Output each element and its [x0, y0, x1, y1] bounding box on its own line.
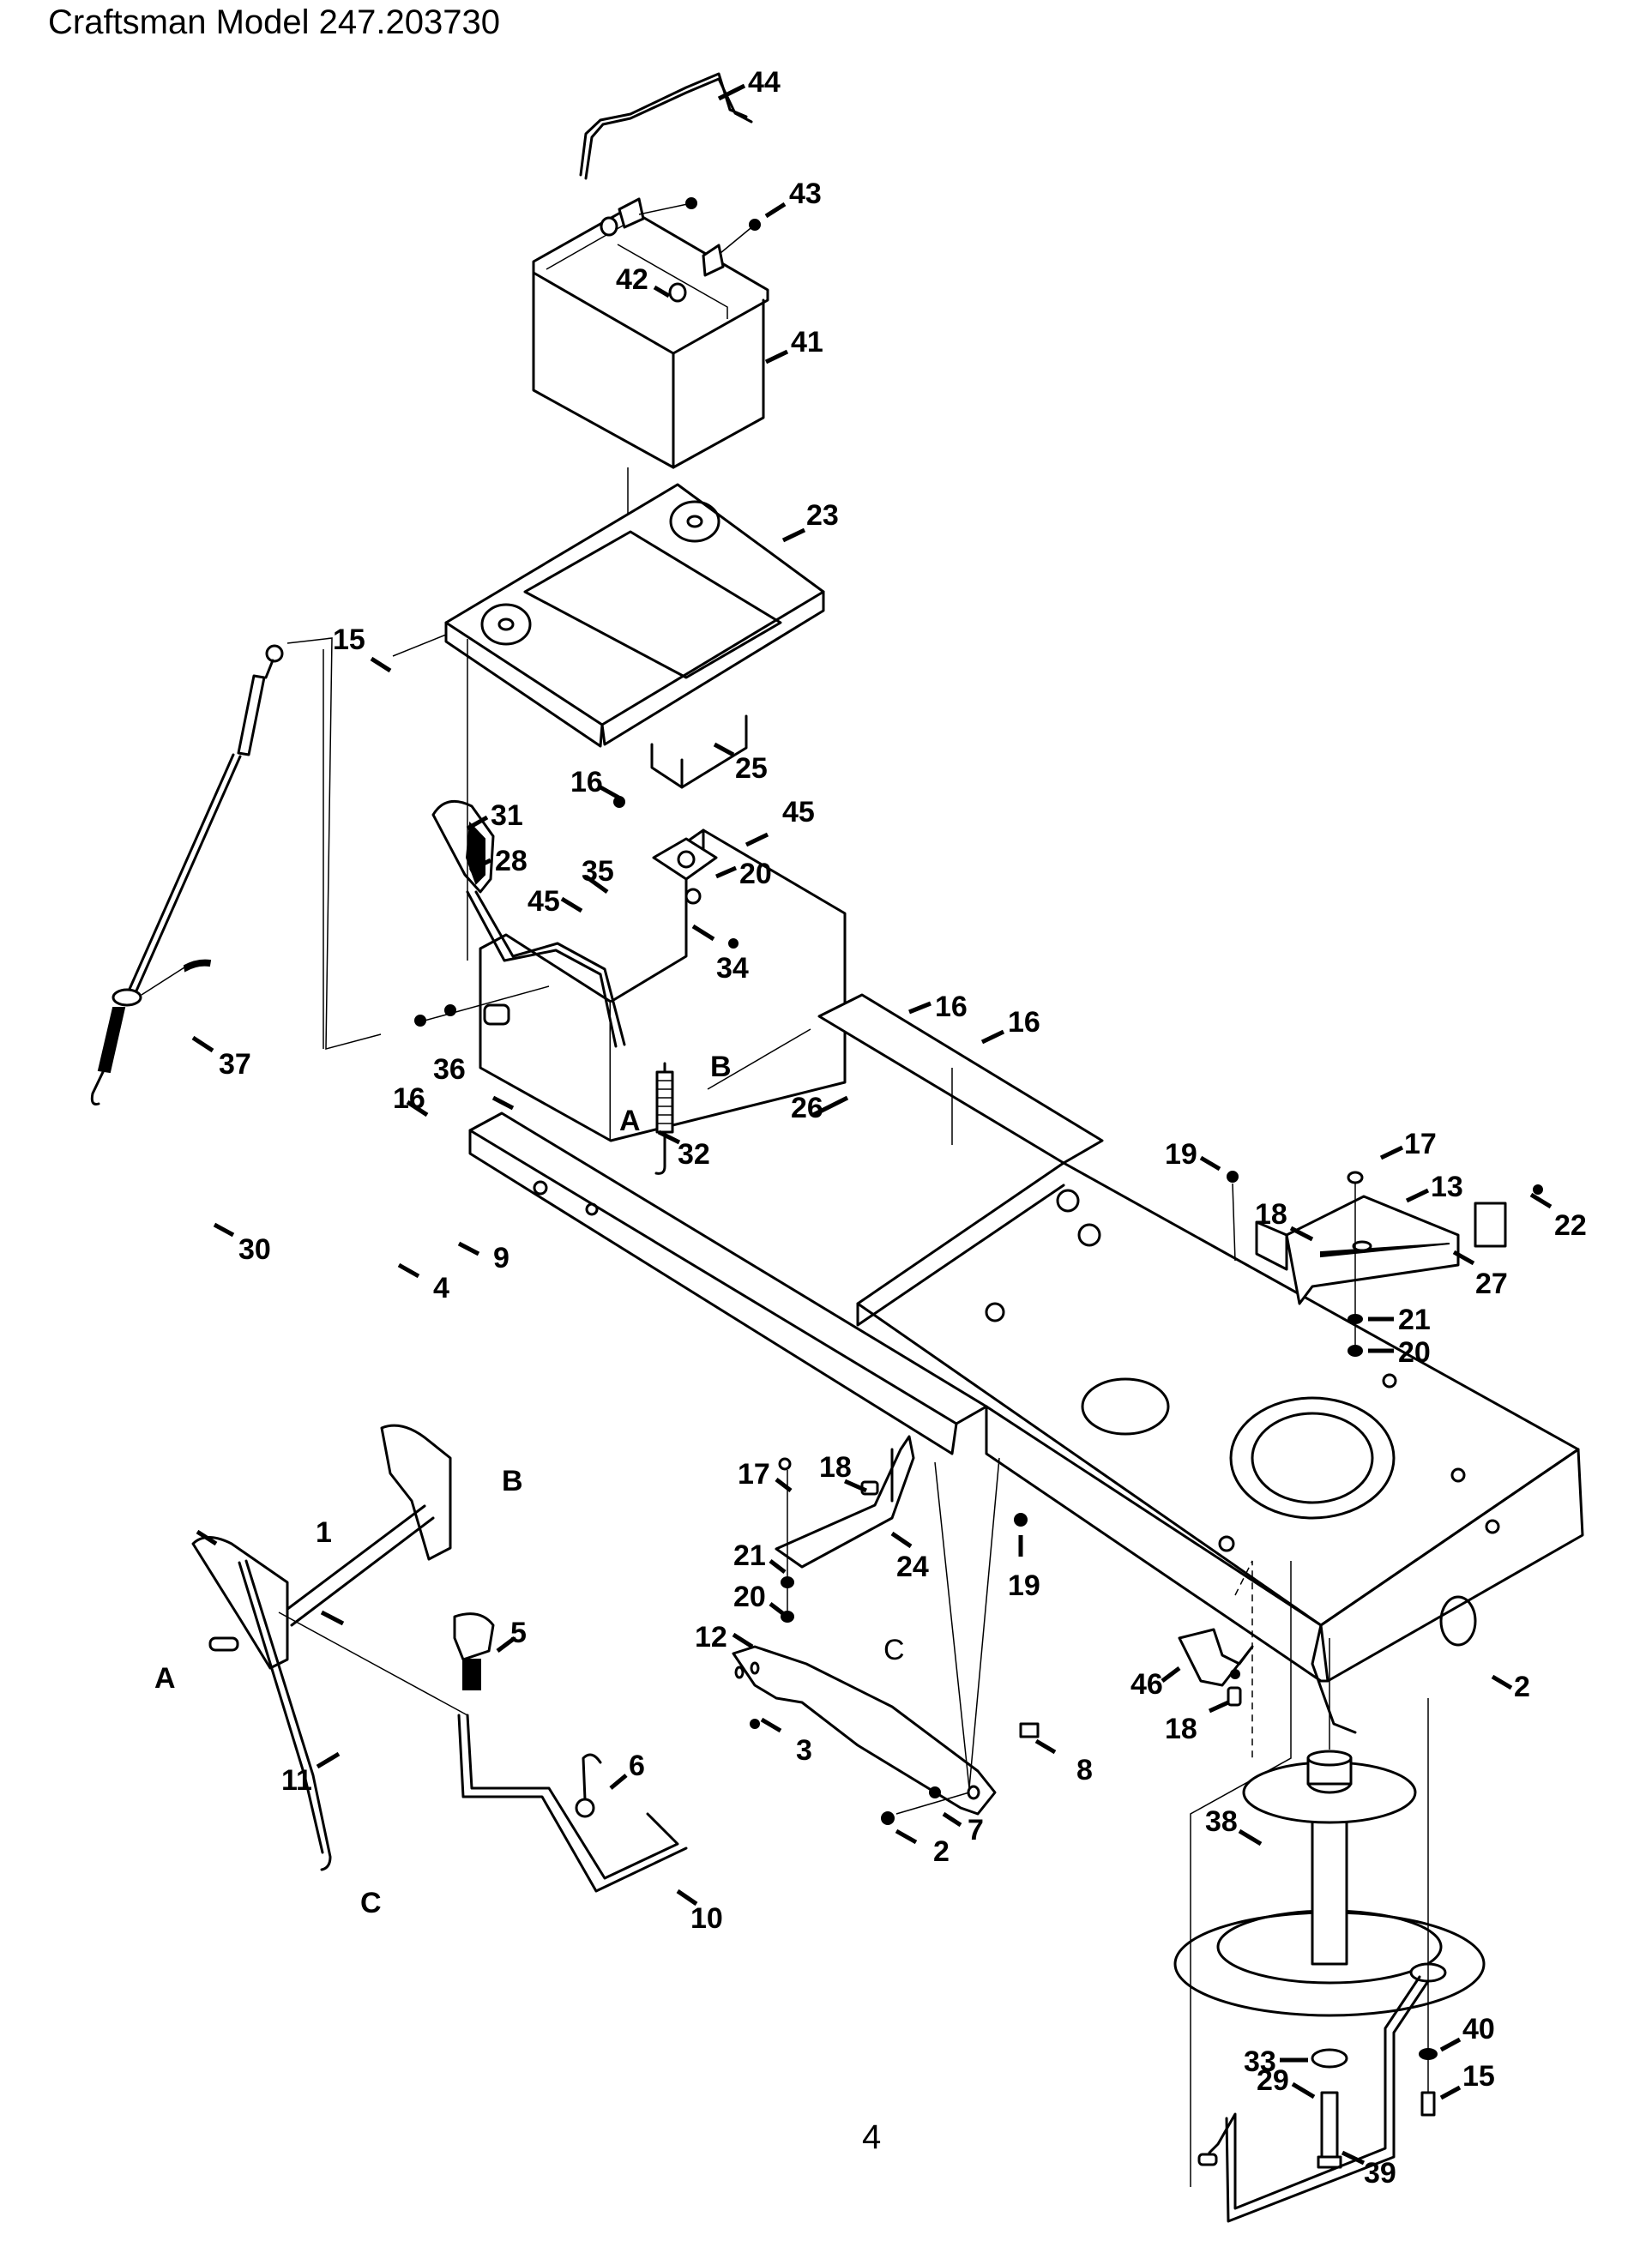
callout-30: 30	[238, 1233, 271, 1266]
callout-39: 39	[1364, 2157, 1396, 2190]
extension-spring-icon	[654, 1070, 674, 1175]
callout-17b: 17	[738, 1458, 770, 1491]
callout-15b: 15	[1462, 2060, 1495, 2093]
callout-1: 1	[316, 1516, 332, 1549]
callout-43: 43	[789, 178, 822, 210]
callout-20: 20	[739, 858, 772, 890]
callout-2b: 2	[1514, 1671, 1530, 1703]
callout-29: 29	[1257, 2064, 1289, 2097]
callout-C2: C	[883, 1634, 905, 1666]
callout-35: 35	[582, 855, 614, 888]
callout-2: 2	[933, 1835, 950, 1868]
callout-19b: 19	[1008, 1569, 1040, 1602]
nut-icon	[1348, 1345, 1363, 1357]
terminal-bolt-icon	[600, 216, 618, 237]
callout-4: 4	[433, 1272, 449, 1304]
lock-nut-icon	[1227, 1171, 1239, 1183]
deck-lift-arm	[732, 1457, 1040, 1825]
callout-3: 3	[796, 1734, 812, 1767]
deck-lift-bracket	[775, 1435, 1028, 1623]
callout-B: B	[710, 1051, 732, 1083]
callout-15: 15	[333, 623, 365, 656]
callout-A2: A	[154, 1662, 176, 1695]
callout-9: 9	[493, 1242, 509, 1274]
callout-22: 22	[1554, 1209, 1587, 1242]
callout-16: 16	[570, 766, 603, 798]
callout-16b: 16	[935, 991, 968, 1023]
callout-11: 11	[281, 1764, 312, 1797]
callout-33: 33	[1244, 2045, 1276, 2078]
callout-B2: B	[502, 1465, 523, 1497]
relay-switch-icon	[1474, 1202, 1507, 1248]
main-frame	[468, 993, 1584, 1734]
battery-tray	[444, 483, 825, 789]
callout-42: 42	[616, 263, 648, 296]
callout-18c: 18	[1165, 1713, 1197, 1745]
callout-7: 7	[968, 1814, 984, 1846]
callout-21: 21	[1398, 1304, 1431, 1336]
callout-5: 5	[510, 1617, 527, 1649]
callout-44: 44	[748, 66, 781, 99]
callout-31: 31	[491, 799, 523, 832]
callout-16d: 16	[393, 1082, 425, 1115]
pedal-pad-icon	[453, 1612, 495, 1661]
callout-40: 40	[1462, 2013, 1495, 2045]
callout-10: 10	[690, 1902, 723, 1935]
cotter-pin-icon	[183, 959, 212, 973]
callout-46: 46	[1130, 1668, 1163, 1701]
brake-cable	[90, 637, 382, 1105]
callout-27: 27	[1475, 1268, 1508, 1300]
clevis-pin-icon	[1347, 1171, 1364, 1184]
callout-17: 17	[1404, 1128, 1437, 1160]
torsion-spring-icon	[575, 1798, 595, 1818]
callout-25: 25	[735, 752, 768, 785]
battery	[532, 197, 769, 469]
callout-24: 24	[896, 1551, 929, 1583]
page-number: 4	[862, 2118, 882, 2156]
callout-19: 19	[1165, 1138, 1197, 1171]
callout-45b: 45	[528, 885, 560, 918]
pulley-assembly	[1173, 1560, 1486, 2223]
callout-36: 36	[433, 1053, 466, 1086]
callout-38: 38	[1205, 1805, 1238, 1838]
callout-23: 23	[806, 499, 839, 532]
callout-16c: 16	[1008, 1006, 1040, 1039]
callout-28: 28	[495, 845, 528, 877]
callout-20c: 20	[733, 1581, 766, 1613]
callout-41: 41	[791, 326, 823, 358]
callout-C: C	[360, 1887, 382, 1919]
callout-labels: 44 43 42 41 23 15 25 16 45 31 28 35 45 2…	[154, 66, 1587, 2190]
callout-A: A	[619, 1105, 641, 1137]
callout-13: 13	[1431, 1171, 1463, 1203]
callout-37: 37	[219, 1048, 251, 1081]
callout-8: 8	[1076, 1754, 1093, 1786]
callout-21b: 21	[733, 1539, 766, 1572]
callout-26: 26	[791, 1092, 823, 1124]
callout-12: 12	[695, 1621, 727, 1654]
callout-20b: 20	[1398, 1336, 1431, 1369]
callout-6: 6	[629, 1750, 645, 1782]
callout-18b: 18	[819, 1451, 852, 1484]
hold-down-rod	[579, 72, 753, 180]
front-axle-bracket	[1227, 1171, 1543, 1357]
pedal-assembly	[191, 1424, 688, 1893]
leader-lines	[191, 83, 1553, 2166]
callout-34: 34	[716, 952, 749, 985]
callout-45: 45	[782, 796, 815, 828]
callout-18: 18	[1255, 1198, 1287, 1231]
bushing-icon	[483, 1003, 510, 1026]
washer-icon	[1311, 2048, 1348, 2069]
callout-32: 32	[678, 1138, 710, 1171]
page-title: Craftsman Model 247.203730	[48, 3, 500, 41]
